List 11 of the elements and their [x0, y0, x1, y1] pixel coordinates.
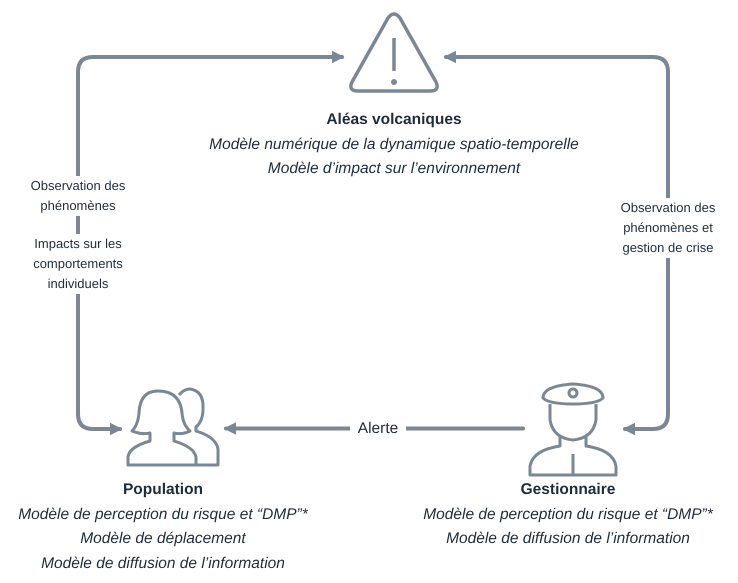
- node-title: Gestionnaire: [520, 480, 616, 500]
- model-text: Modèle numérique de la dynamique spatio-temporelle: [209, 134, 579, 154]
- arrow: [443, 50, 670, 436]
- node-title: Population: [122, 480, 204, 500]
- node-title: Aléas volcaniques: [326, 110, 462, 130]
- model-text: Modèle de perception du risque et “DMP”*: [423, 504, 713, 524]
- model-text: Modèle de diffusion de l’information: [446, 529, 690, 549]
- model-text: Modèle de déplacement: [80, 529, 246, 549]
- model-text: Modèle d’impact sur l’environnement: [268, 159, 520, 179]
- model-text: Modèle de perception du risque et “DMP”*: [18, 504, 308, 524]
- model-text: Modèle de diffusion de l’information: [41, 554, 285, 574]
